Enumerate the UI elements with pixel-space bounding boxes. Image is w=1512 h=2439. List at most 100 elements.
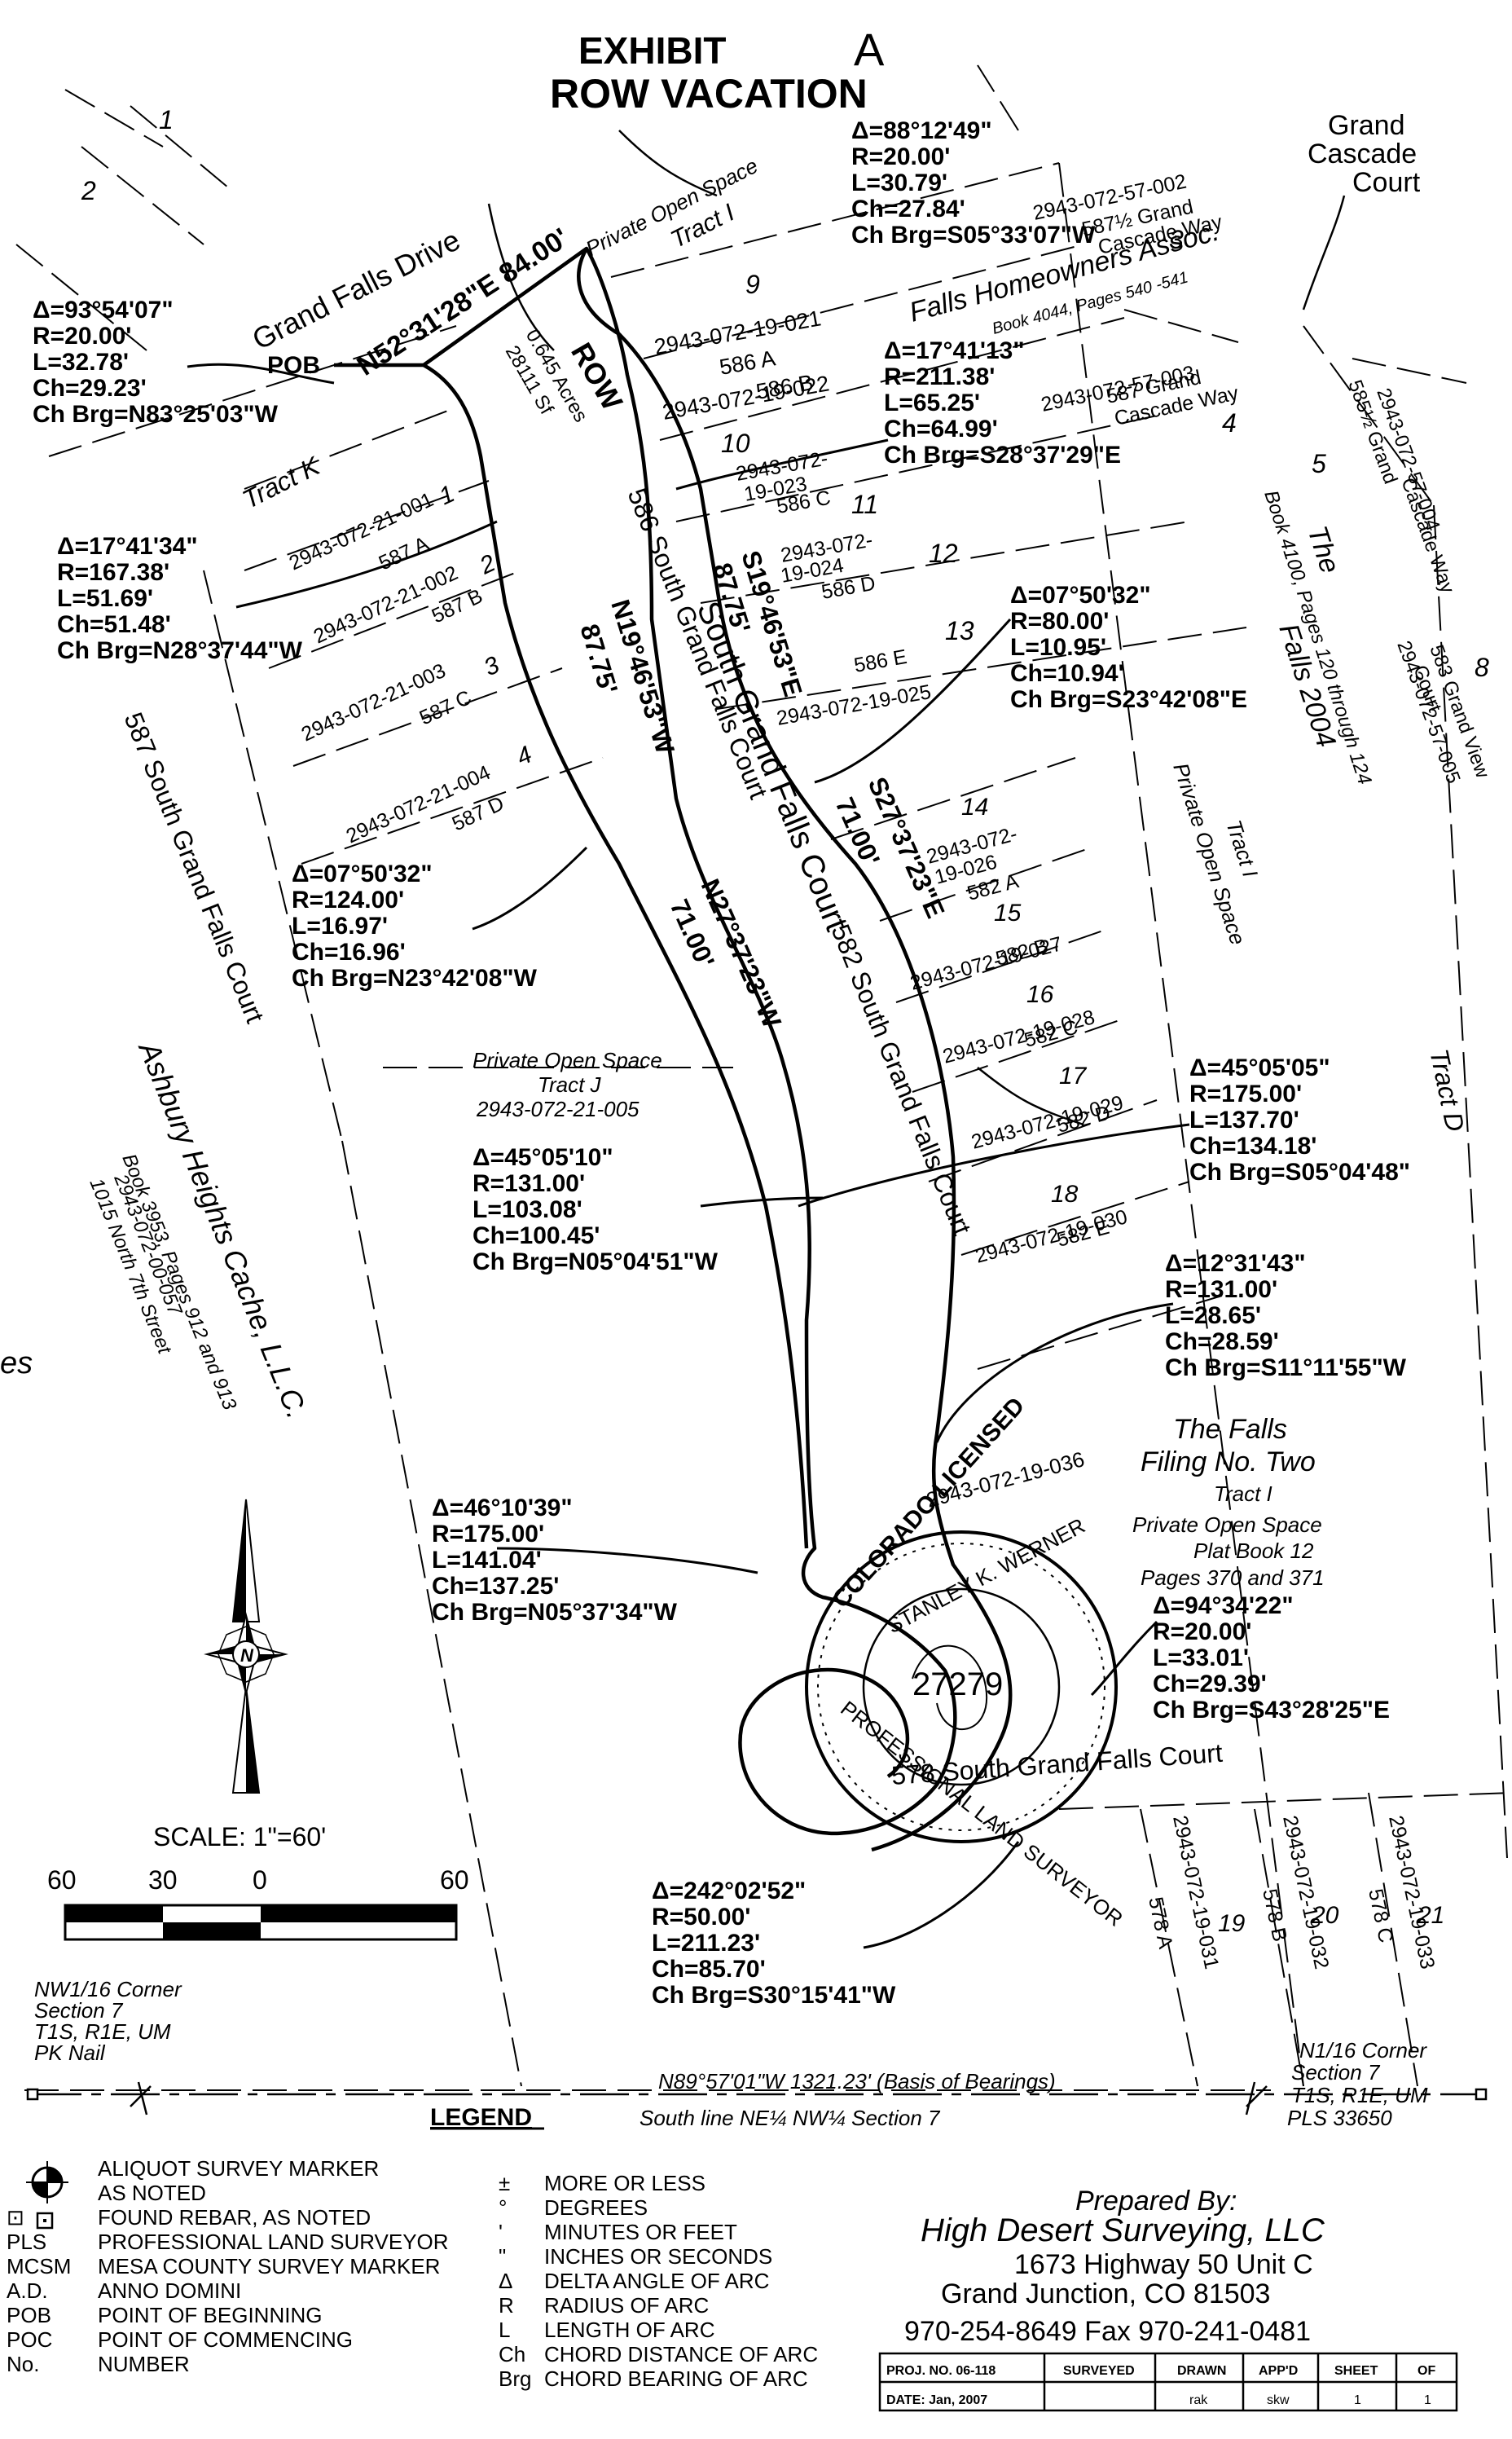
curve-r: R=131.00' xyxy=(472,1170,585,1197)
lot-number: 3 xyxy=(480,651,503,681)
legend-symbol: PLS xyxy=(7,2230,46,2254)
legend-text: RADIUS OF ARC xyxy=(544,2293,709,2318)
scale-tick: 60 xyxy=(47,1865,77,1895)
company-address-1: 1673 Highway 50 Unit C xyxy=(1014,2249,1313,2280)
lot-number: 16 xyxy=(1026,981,1054,1008)
row-vacation-title: ROW VACATION xyxy=(550,71,868,117)
lot-address: 578 B xyxy=(1258,1886,1291,1944)
tract-j-line2: Tract J xyxy=(538,1072,602,1097)
falls-two-plat: Plat Book 12 xyxy=(1193,1539,1314,1563)
lot-number: 12 xyxy=(929,539,958,568)
legend-symbol: ' xyxy=(499,2220,503,2244)
curve-label-c_i: Δ=12°31'43"R=131.00'L=28.65'Ch=28.59'Ch … xyxy=(1165,1250,1407,1381)
curve-brg: Ch Brg=S05°04'48" xyxy=(1189,1159,1410,1186)
curve-ch: Ch=28.59' xyxy=(1165,1328,1279,1355)
lot-number: 4 xyxy=(1222,408,1237,438)
curve-r: R=124.00' xyxy=(292,887,404,914)
legend-symbol: ± xyxy=(499,2171,510,2195)
falls-two-filing: Filing No. Two xyxy=(1141,1446,1316,1477)
legend-text: ALIQUOT SURVEY MARKER xyxy=(98,2156,379,2181)
prepared-by-label: Prepared By: xyxy=(1075,2186,1237,2217)
curve-brg: Ch Brg=S11°11'55"W xyxy=(1165,1354,1407,1381)
lot-number: 5 xyxy=(1312,449,1326,478)
legend-symbol: R xyxy=(499,2293,514,2318)
lot-number: 4 xyxy=(512,741,536,771)
curve-delta: Δ=88°12'49" xyxy=(851,117,992,144)
parcel-number: 2943-072-19-031 xyxy=(1168,1813,1223,1970)
legend-right-column: ±MORE OR LESS°DEGREES'MINUTES OR FEET"IN… xyxy=(499,2171,818,2391)
lot-address: 578 A xyxy=(1144,1895,1177,1951)
curve-delta: Δ=242°02'52" xyxy=(652,1878,806,1904)
curve-label-c_a: Δ=88°12'49"R=20.00'L=30.79'Ch=27.84'Ch B… xyxy=(851,117,1096,249)
lot-number: 17 xyxy=(1059,1063,1088,1090)
surveyed-header: SURVEYED xyxy=(1063,2364,1135,2378)
curve-r: R=167.38' xyxy=(57,559,169,586)
company-phone: 970-254-8649 Fax 970-241-0481 xyxy=(904,2316,1311,2347)
lot-number: 3 xyxy=(1169,225,1184,254)
curve-brg: Ch Brg=N83°25'03"W xyxy=(33,401,279,428)
legend-symbol: A.D. xyxy=(7,2278,48,2303)
legend-text: DELTA ANGLE OF ARC xyxy=(544,2269,769,2293)
sheet-header: SHEET xyxy=(1334,2364,1378,2378)
curve-l: L=103.08' xyxy=(472,1196,582,1223)
tract-i-top: Private Open Space xyxy=(582,153,762,261)
north-letter: N xyxy=(240,1645,254,1666)
surveyor-seal xyxy=(805,1530,1118,1843)
section-line xyxy=(26,2081,1488,2115)
nw-corner-3: T1S, R1E, UM xyxy=(34,2019,171,2044)
curve-delta: Δ=07°50'32" xyxy=(1010,582,1151,609)
sheet-value: 1 xyxy=(1354,2393,1361,2407)
falls-two-pos: Private Open Space xyxy=(1132,1512,1322,1537)
curve-brg: Ch Brg=S43°28'25"E xyxy=(1153,1697,1390,1724)
curve-brg: Ch Brg=N23°42'08"W xyxy=(292,965,538,992)
lot-address: 587 C xyxy=(416,686,475,730)
curve-ch: Ch=64.99' xyxy=(884,416,998,442)
curve-ch: Ch=10.94' xyxy=(1010,660,1124,687)
scale-bar: SCALE: 1"=60' 60 30 0 60 xyxy=(47,1822,469,1941)
pob-label: POB xyxy=(267,352,320,379)
scale-label: SCALE: 1"=60' xyxy=(153,1822,326,1851)
aliquot-marker-icon xyxy=(26,2161,68,2203)
n-corner-2: Section 7 xyxy=(1291,2060,1381,2085)
basis-of-bearings: N89°57'01"W 1321.23' (Basis of Bearings) xyxy=(658,2069,1056,2093)
parcel-number: 2943-072-21-001 xyxy=(286,488,437,575)
legend-text: MINUTES OR FEET xyxy=(544,2220,737,2244)
legend-text: PROFESSIONAL LAND SURVEYOR xyxy=(98,2230,449,2254)
legend-text: POINT OF BEGINNING xyxy=(98,2303,322,2327)
curve-r: R=131.00' xyxy=(1165,1276,1277,1303)
proj-no: PROJ. NO. 06-118 xyxy=(886,2364,996,2378)
falls-two-name: The Falls xyxy=(1173,1414,1287,1445)
curve-ch: Ch=85.70' xyxy=(652,1956,766,1983)
curve-l: L=51.69' xyxy=(57,585,153,612)
legend-symbol: MCSM xyxy=(7,2254,71,2278)
curve-r: R=20.00' xyxy=(1153,1618,1251,1645)
title-block-cells: PROJ. NO. 06-118 DATE: Jan, 2007 SURVEYE… xyxy=(886,2364,1435,2407)
curve-delta: Δ=46°10'39" xyxy=(432,1495,573,1521)
curve-r: R=211.38' xyxy=(884,363,995,390)
nw-corner-4: PK Nail xyxy=(34,2041,106,2065)
rebar-icon xyxy=(36,2212,54,2230)
legend-symbol: POB xyxy=(7,2303,51,2327)
curve-delta: Δ=07°50'32" xyxy=(292,861,433,887)
legend-text: AS NOTED xyxy=(98,2181,206,2205)
curve-ch: Ch=16.96' xyxy=(292,939,406,966)
lot-number: 21 xyxy=(1417,1902,1444,1929)
curve-delta: Δ=93°54'07" xyxy=(33,297,174,324)
curve-delta: Δ=94°34'22" xyxy=(1153,1592,1294,1619)
lot-number: 20 xyxy=(1311,1902,1339,1929)
curve-brg: Ch Brg=S30°15'41"W xyxy=(652,1982,896,2009)
curve-label-c_c: Δ=17°41'13"R=211.38'L=65.25'Ch=64.99'Ch … xyxy=(884,337,1121,469)
legend-symbol: POC xyxy=(7,2327,52,2352)
lot-labels: 1 2 3 4 5 8 9 2943-072-19-021 586 A 10 2… xyxy=(81,105,1494,1971)
legend-text: DEGREES xyxy=(544,2195,648,2220)
curve-label-c_j: Δ=46°10'39"R=175.00'L=141.04'Ch=137.25'C… xyxy=(432,1495,678,1626)
n-corner-3: T1S, R1E, UM xyxy=(1291,2083,1428,2107)
curve-delta: Δ=45°05'10" xyxy=(472,1144,613,1171)
n-corner-4: PLS 33650 xyxy=(1287,2106,1392,2130)
legend-symbol: Ch xyxy=(499,2342,525,2366)
appd-value: skw xyxy=(1267,2393,1290,2407)
curve-delta: Δ=12°31'43" xyxy=(1165,1250,1306,1277)
curve-l: L=16.97' xyxy=(292,913,388,940)
